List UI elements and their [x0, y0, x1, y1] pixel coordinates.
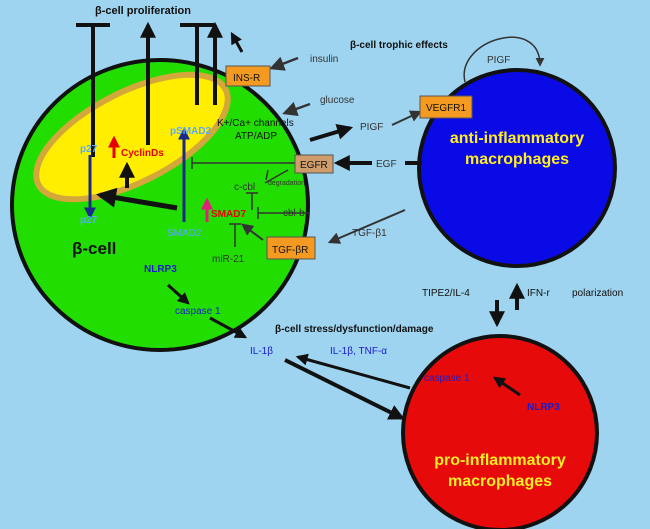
- nucleus: [33, 71, 231, 203]
- il1b-tnfa-arrow: [295, 353, 411, 390]
- cbl-b-label: cbl-b: [283, 208, 305, 219]
- caspase1-beta-label: caspase 1: [175, 306, 221, 317]
- mir21-label: miR-21: [212, 254, 245, 265]
- pro-inflammatory-label: pro-inflammatory: [434, 452, 566, 469]
- proliferation-arrows: [140, 21, 223, 145]
- nlrp3-macro-label: NLRP3: [527, 402, 560, 413]
- smad7-label: SMAD7: [211, 209, 246, 220]
- p27-cytoplasm-label: p27: [80, 215, 98, 226]
- degradation-label: degradation: [268, 180, 305, 187]
- nlrp3-arrow: [166, 283, 190, 305]
- glucose-label: glucose: [320, 95, 355, 106]
- nlrp3-beta-label: NLRP3: [144, 264, 177, 275]
- cblb-inhibit: [257, 207, 310, 219]
- pigf-loop-label: PIGF: [487, 55, 510, 66]
- egfr-box: [294, 154, 334, 174]
- tgfbr-arrow: [241, 223, 264, 241]
- polarization-label: polarization: [572, 288, 623, 299]
- anti-macrophages-label: macrophages: [465, 151, 569, 168]
- tgfb1-arrow: [327, 209, 406, 244]
- trophic-arrow: [230, 31, 244, 53]
- egf-label: EGF: [376, 159, 397, 170]
- atp-adp-label: ATP/ADP: [235, 131, 277, 142]
- insulin-label: insulin: [310, 54, 338, 65]
- egfr-degradation-line: [265, 169, 269, 181]
- tgfbr-label: TGF-βR: [272, 245, 308, 256]
- ins-r-box: [225, 65, 271, 87]
- anti-inflammatory-label: anti-inflammatory: [450, 130, 584, 147]
- glucose-arrow: [282, 101, 311, 116]
- pigf-label: PIGF: [360, 122, 383, 133]
- pro-inflammatory-macrophage: [401, 334, 599, 529]
- il1b-label: IL-1β: [250, 346, 273, 357]
- smad2-label: SMAD2: [167, 228, 202, 239]
- c-cbl-label: c-cbl: [234, 182, 255, 193]
- ccbl-inhibit: [246, 169, 289, 210]
- il1b-arrow: [284, 358, 405, 420]
- tgfb1-label: TGF-β1: [352, 228, 387, 239]
- macro-nlrp3-arrow: [493, 376, 521, 397]
- beta-cell-label: β-cell: [72, 239, 116, 258]
- ifn-label: IFN-r: [527, 288, 550, 299]
- mir21-inhibit: [229, 223, 241, 247]
- katp-arrow: [309, 124, 354, 142]
- stress-label: β-cell stress/dysfunction/damage: [275, 324, 434, 335]
- tgfbr-box: [266, 236, 316, 260]
- p27-nucleus-label: p27: [80, 144, 98, 155]
- ins-r-label: INS-R: [233, 73, 260, 84]
- proliferation-label: β-cell proliferation: [95, 5, 191, 17]
- cyclinds-label: CyclinDs: [121, 148, 164, 159]
- caspase1-macro-label: caspase 1: [424, 373, 470, 384]
- channels-label: K+/Ca+ channels: [217, 118, 294, 129]
- pro-macrophages-label: macrophages: [448, 473, 552, 490]
- egfr-inhibit-line: [191, 157, 295, 169]
- il1b-tnfa-label: IL-1β, TNF-α: [330, 346, 387, 357]
- caspase-arrow: [209, 316, 248, 339]
- nuclear-arrow: [96, 187, 178, 211]
- psmad2-label: pSMAD2: [170, 126, 212, 137]
- vegfr1-label: VEGFR1: [426, 103, 466, 114]
- pigf-arrow: [391, 110, 423, 126]
- anti-inflammatory-macrophage: [417, 68, 617, 268]
- trophic-label: β-cell trophic effects: [350, 40, 448, 51]
- egfr-label: EGFR: [300, 160, 328, 171]
- tipe2-label: TIPE2/IL-4: [422, 288, 470, 299]
- insulin-arrow: [269, 56, 299, 71]
- pigf-loop-arrow: [463, 36, 545, 83]
- vegfr1-box: [419, 95, 473, 119]
